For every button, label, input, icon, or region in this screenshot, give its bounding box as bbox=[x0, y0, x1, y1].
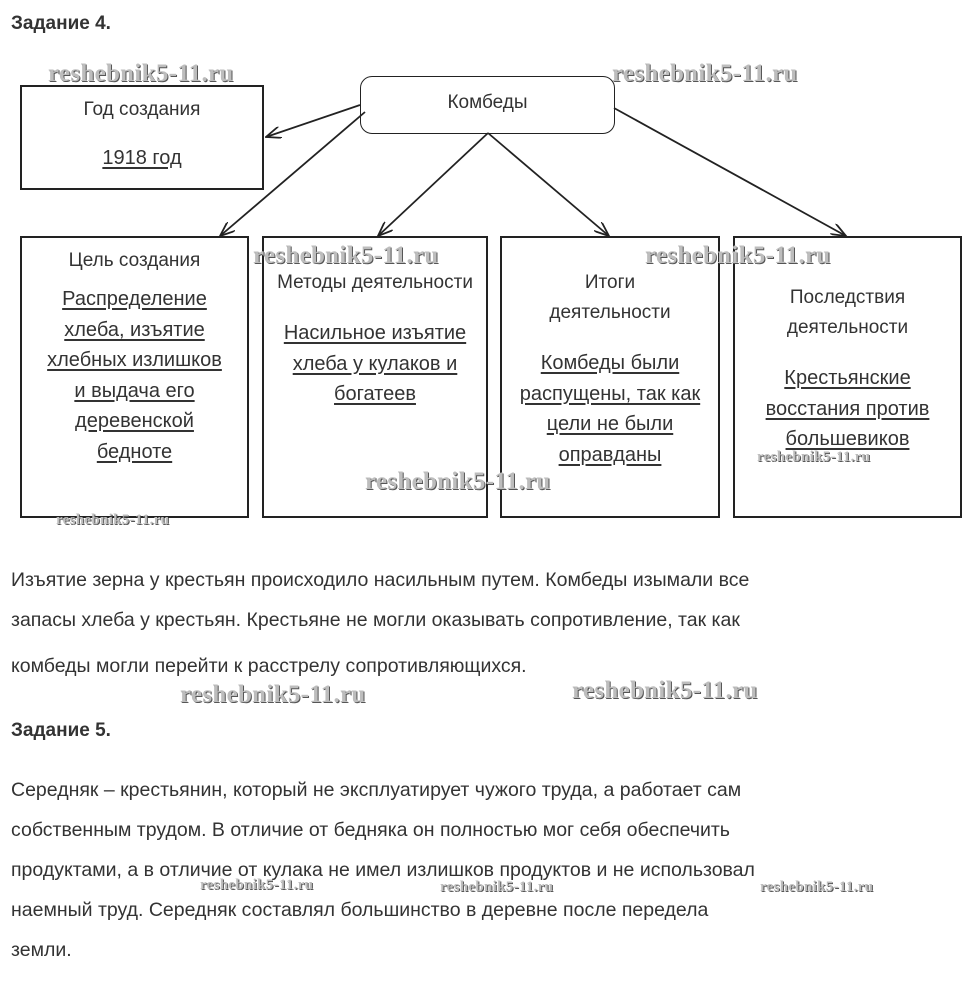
year-box-answer: 1918 год bbox=[102, 147, 182, 169]
consequences-box-title: Последствия деятельности bbox=[786, 287, 909, 338]
arrow-to-goal bbox=[220, 111, 366, 236]
arrow-to-consequences bbox=[613, 107, 846, 236]
task5-line: Середняк – крестьянин, который не эксплу… bbox=[11, 779, 742, 801]
watermark: reshebnik5-11.ru bbox=[180, 681, 366, 708]
arrow-to-year bbox=[266, 104, 361, 137]
task5-line: земли. bbox=[11, 939, 72, 961]
methods-box-answer: Насильное изъятие хлеба у кулаков и бога… bbox=[283, 322, 467, 405]
task5-paragraph: Середняк – крестьянин, который не эксплу… bbox=[11, 770, 961, 970]
center-node-label: Комбеды bbox=[447, 92, 528, 113]
center-node: Комбеды bbox=[360, 76, 615, 134]
task5-line: наемный труд. Середняк составлял большин… bbox=[11, 899, 709, 921]
goal-box-answer: Распределение хлеба, изъятие хлебных изл… bbox=[47, 288, 222, 463]
watermark: reshebnik5-11.ru bbox=[645, 242, 831, 269]
watermark: reshebnik5-11.ru bbox=[572, 677, 758, 704]
methods-box-title: Методы деятельности bbox=[277, 272, 473, 293]
watermark: reshebnik5-11.ru bbox=[56, 512, 170, 528]
watermark: reshebnik5-11.ru bbox=[365, 468, 551, 495]
task5-line: продуктами, а в отличие от кулака не име… bbox=[11, 859, 755, 881]
methods-box: Методы деятельности Насильное изъятие хл… bbox=[262, 236, 488, 518]
task5-heading: Задание 5. bbox=[11, 720, 111, 741]
watermark: reshebnik5-11.ru bbox=[253, 242, 439, 269]
consequences-box-answer: Крестьянские восстания против большевико… bbox=[765, 367, 930, 450]
goal-box: Цель создания Распределение хлеба, изъят… bbox=[20, 236, 249, 518]
arrow-to-methods bbox=[378, 132, 489, 236]
watermark: reshebnik5-11.ru bbox=[757, 449, 871, 465]
task4-paragraph: Изъятие зерна у крестьян происходило нас… bbox=[11, 560, 961, 686]
year-box-title: Год создания bbox=[83, 99, 201, 120]
watermark: reshebnik5-11.ru bbox=[200, 877, 314, 893]
task4-line: запасы хлеба у крестьян. Крестьяне не мо… bbox=[11, 609, 740, 631]
diagram-arrows bbox=[0, 104, 971, 560]
watermark: reshebnik5-11.ru bbox=[440, 879, 554, 895]
watermark: reshebnik5-11.ru bbox=[48, 60, 234, 87]
arrow-to-results bbox=[487, 132, 609, 236]
goal-box-title: Цель создания bbox=[68, 250, 201, 271]
watermark: reshebnik5-11.ru bbox=[612, 60, 798, 87]
watermark: reshebnik5-11.ru bbox=[760, 879, 874, 895]
results-box-answer: Комбеды были распущены, так как цели не … bbox=[519, 352, 701, 466]
task4-line: Изъятие зерна у крестьян происходило нас… bbox=[11, 569, 750, 591]
task5-line: собственным трудом. В отличие от бедняка… bbox=[11, 819, 730, 841]
task4-heading: Задание 4. bbox=[11, 13, 111, 34]
results-box-title: Итоги деятельности bbox=[549, 272, 671, 323]
consequences-box: Последствия деятельности Крестьянские во… bbox=[733, 236, 962, 518]
year-box: Год создания 1918 год bbox=[20, 85, 264, 190]
task4-line: комбеды могли перейти к расстрелу сопрот… bbox=[11, 655, 527, 677]
